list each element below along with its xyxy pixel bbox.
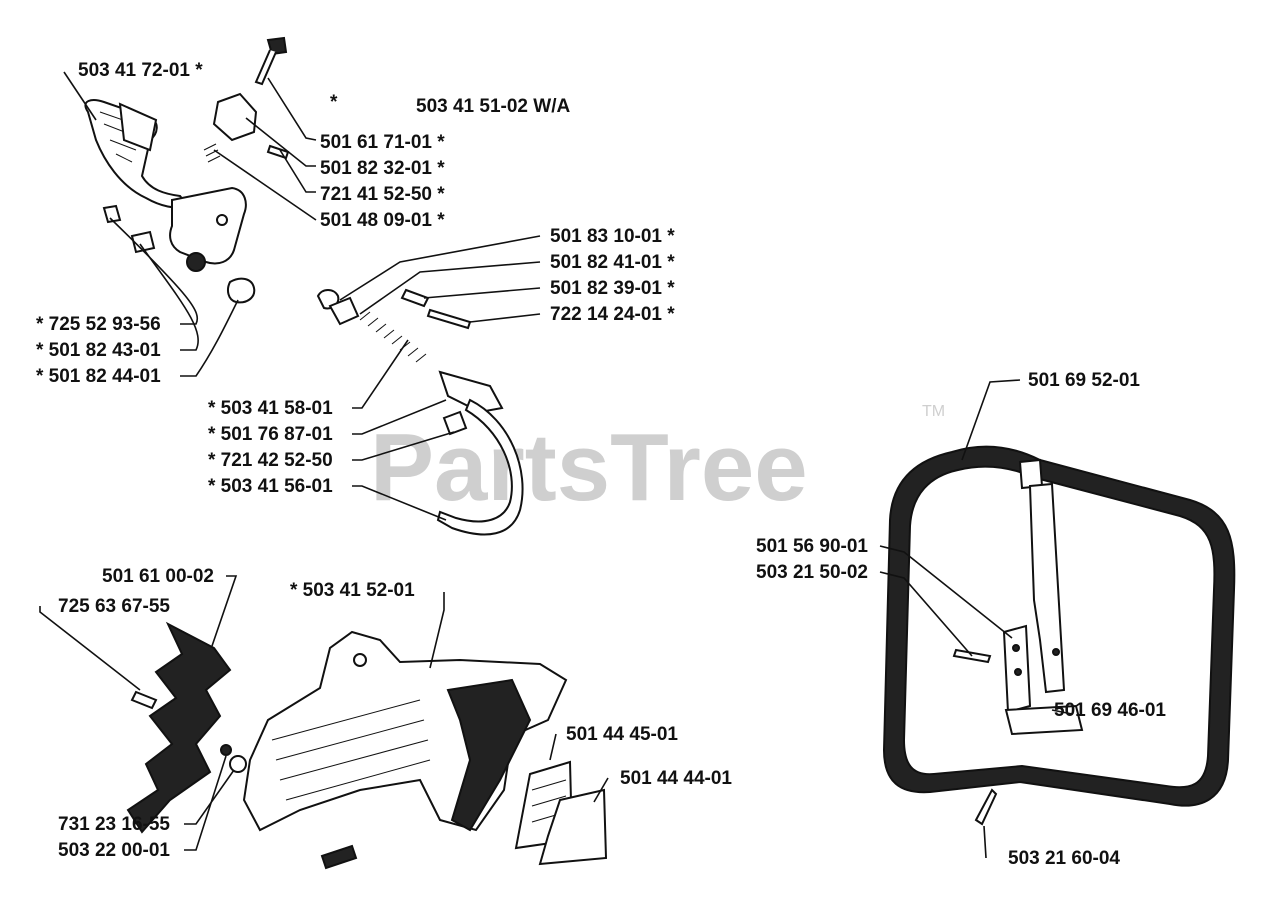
part-label-501-61-71-01[interactable]: 501 61 71-01 * — [320, 132, 445, 153]
part-label-503-41-58-01[interactable]: * 503 41 58-01 — [208, 398, 333, 419]
pin-plunger-part — [203, 36, 290, 163]
chain-catcher-part — [126, 621, 247, 834]
part-label-501-69-52-01[interactable]: 501 69 52-01 — [1028, 370, 1140, 391]
part-label-501-44-44-01[interactable]: 501 44 44-01 — [620, 768, 732, 789]
watermark-text: PartsTree — [370, 414, 808, 521]
part-number-labels: 503 41 72-01 * * 503 41 51-02 W/A 501 61… — [36, 60, 1166, 869]
part-label-501-82-41-01[interactable]: 501 82 41-01 * — [550, 252, 675, 273]
brake-band-part — [436, 398, 524, 536]
part-label-501-56-90-01[interactable]: 501 56 90-01 — [756, 536, 868, 557]
part-label-501-82-32-01[interactable]: 501 82 32-01 * — [320, 158, 445, 179]
part-label-503-21-50-02[interactable]: 503 21 50-02 — [756, 562, 868, 583]
note-asterisk: * — [330, 92, 338, 113]
part-label-503-21-60-04[interactable]: 503 21 60-04 — [1008, 848, 1120, 869]
front-handle-part — [882, 445, 1236, 826]
part-label-725-63-67-55[interactable]: 725 63 67-55 — [58, 596, 170, 617]
part-label-501-69-46-01[interactable]: 501 69 46-01 — [1054, 700, 1166, 721]
part-label-501-48-09-01[interactable]: 501 48 09-01 * — [320, 210, 445, 231]
part-label-503-41-52-01[interactable]: * 503 41 52-01 — [290, 580, 415, 601]
part-label-501-76-87-01[interactable]: * 501 76 87-01 — [208, 424, 333, 445]
part-label-722-14-24-01[interactable]: 722 14 24-01 * — [550, 304, 675, 325]
watermark-trademark: TM — [922, 403, 945, 420]
brake-handle-part — [84, 99, 190, 209]
part-label-501-44-45-01[interactable]: 501 44 45-01 — [566, 724, 678, 745]
cover-plates-part — [514, 760, 608, 866]
part-label-501-82-43-01[interactable]: * 501 82 43-01 — [36, 340, 161, 361]
clutch-cover-part — [242, 630, 568, 870]
leader-lines — [39, 71, 1073, 859]
part-label-503-41-72-01[interactable]: 503 41 72-01 * — [78, 60, 203, 81]
note-assembly-503-41-51-02[interactable]: 503 41 51-02 W/A — [416, 96, 570, 117]
part-label-721-41-52-50[interactable]: 721 41 52-50 * — [320, 184, 445, 205]
part-label-501-61-00-02[interactable]: 501 61 00-02 — [102, 566, 214, 587]
part-label-501-83-10-01[interactable]: 501 83 10-01 * — [550, 226, 675, 247]
part-label-721-42-52-50[interactable]: * 721 42 52-50 — [208, 450, 333, 471]
part-label-503-22-00-01[interactable]: 503 22 00-01 — [58, 840, 170, 861]
brake-spring-part — [316, 288, 504, 436]
part-label-501-82-44-01[interactable]: * 501 82 44-01 — [36, 366, 161, 387]
part-label-725-52-93-56[interactable]: * 725 52 93-56 — [36, 314, 161, 335]
part-label-731-23-16-55[interactable]: 731 23 16-55 — [58, 814, 170, 835]
part-label-503-41-56-01[interactable]: * 503 41 56-01 — [208, 476, 333, 497]
brake-housing-part — [102, 186, 256, 304]
part-label-501-82-39-01[interactable]: 501 82 39-01 * — [550, 278, 675, 299]
